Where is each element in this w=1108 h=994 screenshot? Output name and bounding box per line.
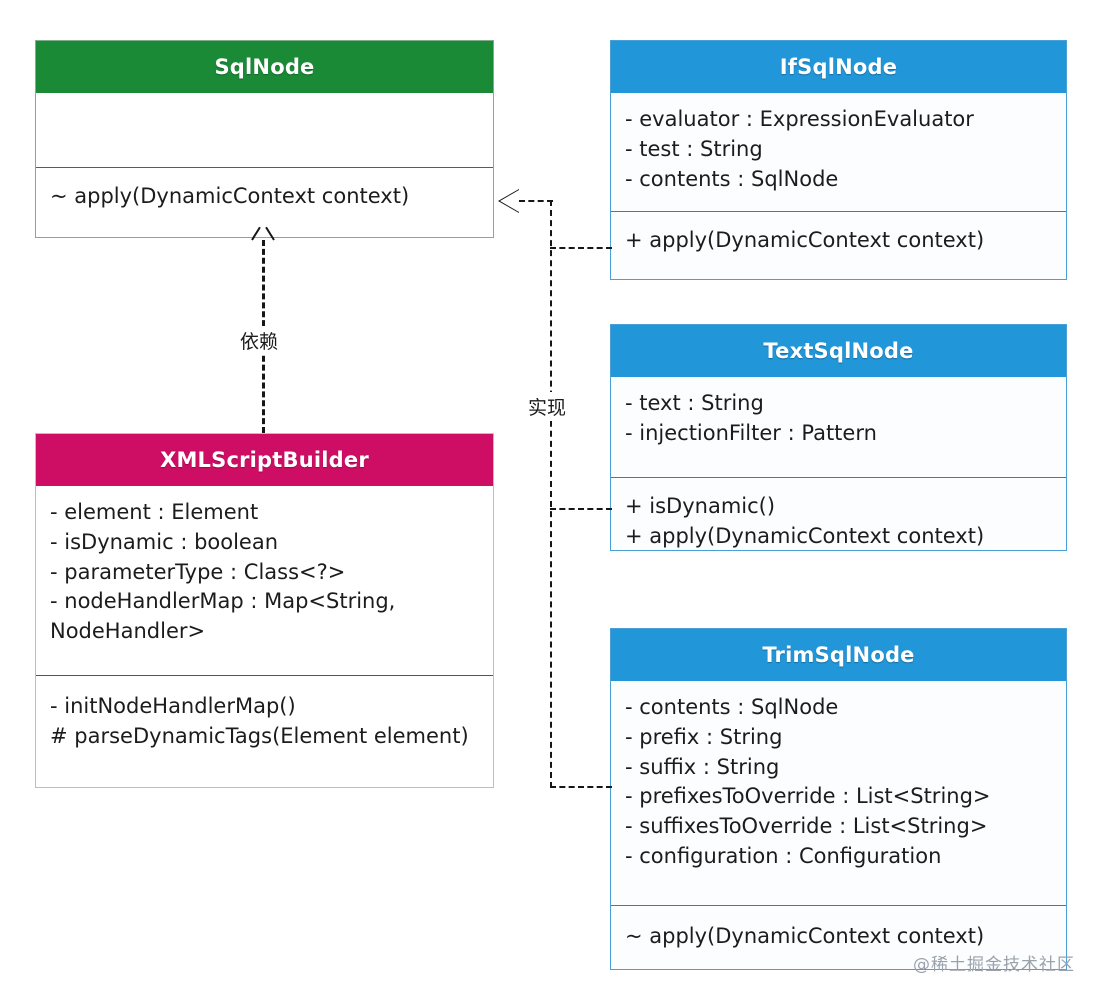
realization-segment-top-horizontal (519, 200, 553, 202)
member-attribute: - suffix : String (625, 754, 780, 779)
class-box-sqlnode[interactable]: SqlNode ~ apply(DynamicContext context) (35, 40, 494, 238)
realization-branch-trimsqlnode (550, 786, 612, 788)
class-title-sqlnode: SqlNode (36, 41, 493, 93)
class-operations-sqlnode: ~ apply(DynamicContext context) (36, 167, 493, 237)
class-operations-ifsqlnode: + apply(DynamicContext context) (611, 211, 1066, 279)
member-attribute: - contents : SqlNode (625, 166, 839, 191)
member-attribute: - contents : SqlNode (625, 695, 839, 719)
class-attributes-trimsqlnode: - contents : SqlNode - prefix : String -… (611, 681, 1066, 905)
class-box-ifsqlnode[interactable]: IfSqlNode - evaluator : ExpressionEvalua… (610, 40, 1067, 280)
class-box-xmlscriptbuilder[interactable]: XMLScriptBuilder - element : Element - i… (35, 433, 494, 788)
dependency-arrowhead-icon (252, 232, 274, 248)
member-attribute: - configuration : Configuration (625, 844, 942, 869)
class-attributes-sqlnode (36, 93, 493, 167)
member-operation: ~ apply(DynamicContext context) (50, 184, 410, 208)
member-attribute: - evaluator : ExpressionEvaluator (625, 107, 974, 131)
member-attribute: - prefix : String (625, 724, 783, 749)
class-title-xmlscriptbuilder: XMLScriptBuilder (36, 434, 493, 486)
member-attribute: - test : String (625, 136, 763, 161)
dependency-label: 依赖 (236, 326, 283, 355)
member-attribute: - text : String (625, 391, 764, 415)
member-operation: ~ apply(DynamicContext context) (625, 924, 985, 948)
member-attribute: - isDynamic : boolean (50, 529, 279, 554)
member-attribute: - suffixesToOverride : List<String> (625, 814, 988, 839)
member-operation: + apply(DynamicContext context) (625, 228, 985, 252)
realization-branch-textsqlnode (550, 508, 612, 510)
member-attribute: - nodeHandlerMap : Map<String, NodeHandl… (50, 589, 396, 644)
class-attributes-textsqlnode: - text : String - injectionFilter : Patt… (611, 377, 1066, 477)
realization-branch-ifsqlnode (550, 247, 612, 249)
member-attribute: - prefixesToOverride : List<String> (625, 784, 991, 809)
class-title-ifsqlnode: IfSqlNode (611, 41, 1066, 93)
member-operation: - initNodeHandlerMap() (50, 694, 296, 718)
class-title-textsqlnode: TextSqlNode (611, 325, 1066, 377)
member-operation: + isDynamic() (625, 494, 776, 518)
watermark-text: @稀土掘金技术社区 (913, 955, 1075, 975)
member-attribute: - element : Element (50, 500, 259, 524)
class-box-textsqlnode[interactable]: TextSqlNode - text : String - injectionF… (610, 324, 1067, 551)
class-operations-xmlscriptbuilder: - initNodeHandlerMap() # parseDynamicTag… (36, 675, 493, 787)
member-attribute: - injectionFilter : Pattern (625, 420, 877, 445)
class-box-trimsqlnode[interactable]: TrimSqlNode - contents : SqlNode - prefi… (610, 628, 1067, 970)
class-operations-trimsqlnode: ~ apply(DynamicContext context) (611, 905, 1066, 969)
realization-spine-line (550, 200, 552, 788)
class-operations-textsqlnode: + isDynamic() + apply(DynamicContext con… (611, 477, 1066, 550)
realization-label: 实现 (524, 392, 571, 421)
class-attributes-xmlscriptbuilder: - element : Element - isDynamic : boolea… (36, 486, 493, 675)
class-attributes-ifsqlnode: - evaluator : ExpressionEvaluator - test… (611, 93, 1066, 211)
member-operation: + apply(DynamicContext context) (625, 523, 985, 548)
member-operation: # parseDynamicTags(Element element) (50, 723, 469, 748)
class-title-trimsqlnode: TrimSqlNode (611, 629, 1066, 681)
member-attribute: - parameterType : Class<?> (50, 559, 346, 584)
realization-arrowhead-icon (500, 190, 519, 212)
